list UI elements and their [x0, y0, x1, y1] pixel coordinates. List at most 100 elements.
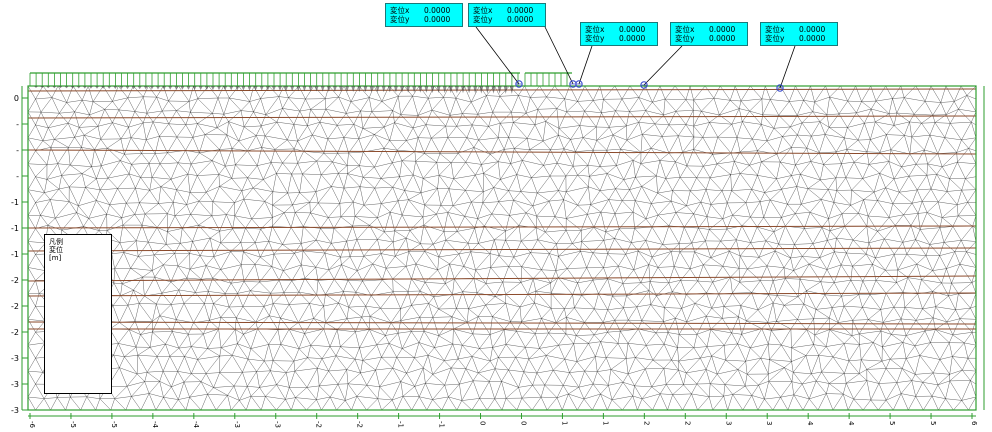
callout-label-x: 変位x: [585, 25, 605, 34]
layer-boundary-line: [27, 292, 977, 297]
layer-boundary-line: [27, 225, 977, 229]
y-tick-label: -: [16, 120, 19, 129]
load-arrow: [168, 86, 173, 90]
load-arrow: [442, 86, 447, 94]
load-arrow: [125, 86, 130, 90]
layer-boundary-line: [27, 115, 977, 119]
x-tick-label: 4: [847, 421, 855, 426]
x-tick-label: 5: [888, 421, 896, 425]
load-arrow: [229, 86, 234, 91]
model-boundary: [21, 85, 985, 411]
load-arrow: [284, 86, 289, 92]
load-arrow: [265, 86, 270, 91]
load-arrow: [210, 86, 215, 91]
load-arrow: [369, 86, 374, 93]
load-arrow: [192, 86, 197, 90]
callout-leader-line: [643, 45, 683, 86]
legend-box: 凡例 変位 [m]: [44, 234, 112, 394]
callout-leader-line: [578, 45, 593, 85]
boundary-frame: [27, 85, 977, 411]
load-arrow: [497, 86, 502, 94]
load-arrow: [156, 86, 160, 90]
x-tick-label: -3: [274, 421, 282, 428]
x-tick-label: 3: [765, 421, 773, 425]
y-tick-label: -1: [11, 224, 19, 233]
load-arrow: [296, 86, 301, 92]
load-arrow: [162, 86, 167, 90]
legend-unit: [m]: [49, 254, 62, 262]
layer-boundary-line: [27, 88, 977, 92]
x-tick-label: 1: [601, 421, 609, 425]
load-arrow: [259, 86, 264, 91]
load-arrow: [363, 86, 368, 93]
x-tick-label: 6: [970, 421, 978, 426]
callout-value-y: 0.0000: [799, 34, 826, 43]
legend-quantity: 変位: [49, 246, 63, 254]
displacement-point-marker: [640, 81, 648, 89]
x-tick-label: -4: [192, 421, 200, 429]
y-axis-ticks: 0----1-1-1-2-2-2-3-3-3: [11, 94, 28, 415]
load-arrow: [241, 86, 246, 91]
callout-value-x: 0.0000: [507, 6, 534, 15]
load-arrow: [473, 86, 478, 94]
callout-value-y: 0.0000: [619, 34, 646, 43]
x-tick-label: 1: [560, 421, 568, 425]
load-arrow: [326, 86, 331, 92]
load-arrow: [107, 86, 112, 89]
callout-value-x: 0.0000: [619, 25, 646, 34]
load-arrow: [143, 86, 148, 90]
y-tick-label: -3: [11, 354, 19, 363]
displacement-point-marker: [575, 80, 583, 88]
x-tick-label: -4: [151, 421, 159, 429]
displacement-point-marker: [515, 80, 523, 88]
x-tick-label: 5: [929, 421, 937, 425]
load-arrow: [332, 86, 337, 92]
load-arrow: [485, 86, 490, 94]
callout-value-x: 0.0000: [424, 6, 451, 15]
callout-label-y: 変位y: [765, 34, 785, 43]
load-arrow: [393, 86, 398, 93]
x-tick-label: 4: [806, 421, 814, 426]
load-arrow: [418, 86, 423, 93]
load-arrow: [223, 86, 228, 91]
load-arrow: [137, 86, 142, 90]
callout-label-x: 変位x: [675, 25, 695, 34]
x-tick-label: -2: [356, 421, 364, 428]
layer-boundary-line: [27, 149, 977, 155]
load-arrow: [113, 86, 118, 89]
load-arrow: [204, 86, 209, 91]
x-tick-label: -6: [28, 421, 36, 429]
load-arrow: [180, 86, 185, 90]
x-tick-label: -2: [315, 421, 323, 428]
callout-value-x: 0.0000: [709, 25, 736, 34]
legend-title: 凡例: [49, 238, 63, 246]
load-arrow: [290, 86, 295, 92]
load-arrow: [52, 86, 57, 89]
x-tick-label: 2: [642, 421, 650, 425]
load-arrow: [381, 86, 386, 93]
load-arrow: [436, 86, 441, 93]
y-tick-label: -2: [11, 276, 19, 285]
callout-value-y: 0.0000: [424, 15, 451, 24]
callout-leader-line: [779, 45, 796, 89]
load-arrow: [235, 86, 240, 91]
load-arrow: [82, 86, 87, 89]
callout-value-x: 0.0000: [799, 25, 826, 34]
load-arrow: [70, 86, 75, 89]
load-arrow: [357, 86, 362, 92]
x-tick-label: 0: [520, 421, 528, 425]
load-arrow: [101, 86, 106, 89]
load-arrow: [448, 86, 453, 94]
load-arrow: [320, 86, 325, 92]
callout-value-y: 0.0000: [507, 15, 534, 24]
load-arrow: [64, 86, 69, 89]
x-tick-label: 2: [683, 421, 691, 425]
load-arrow: [400, 86, 404, 93]
y-tick-label: -: [16, 146, 19, 155]
